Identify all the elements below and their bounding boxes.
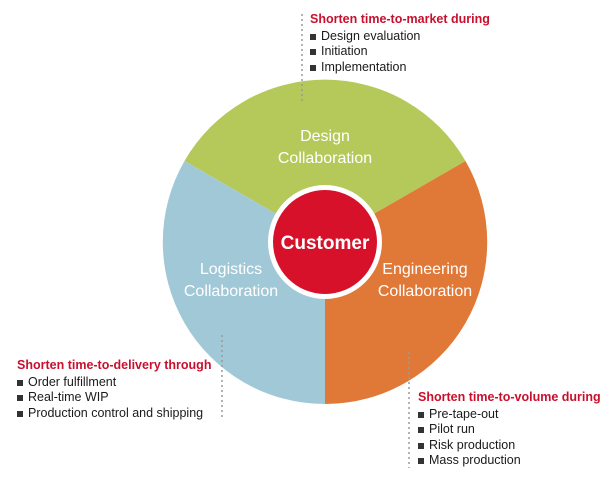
list-item: Order fulfillment (17, 375, 211, 391)
list-item: Initiation (310, 44, 490, 60)
time-to-volume-note: Shorten time-to-volume during Pre-tape-o… (418, 390, 601, 469)
square-bullet-icon (418, 411, 424, 418)
square-bullet-icon (310, 33, 316, 40)
list-item-label: Mass production (429, 453, 521, 467)
time-to-delivery-note: Shorten time-to-delivery through Order f… (17, 358, 211, 421)
list-item: Real-time WIP (17, 390, 211, 406)
engineering-label-line-2: Collaboration (378, 283, 472, 300)
square-bullet-icon (17, 395, 23, 401)
design-label-line-1: Design (300, 128, 350, 145)
square-bullet-icon (418, 442, 424, 449)
square-bullet-icon (17, 379, 23, 386)
list-item-label: Order fulfillment (28, 374, 117, 389)
list-item: Production control and shipping (17, 406, 211, 422)
list-item-label: Pre-tape-out (429, 406, 499, 421)
time-to-volume-title: Shorten time-to-volume during (418, 390, 601, 404)
square-bullet-icon (310, 64, 316, 71)
list-item-label: Risk production (429, 437, 516, 452)
list-item-label: Production control and shipping (28, 405, 204, 420)
design-label-line-2: Collaboration (278, 150, 372, 167)
list-item-label: Design evaluation (321, 28, 421, 43)
time-to-market-title: Shorten time-to-market during (310, 12, 490, 26)
logistics-label-line-2: Collaboration (184, 283, 278, 300)
list-item: Design evaluation (310, 29, 490, 45)
list-item: Mass production (418, 453, 601, 469)
square-bullet-icon (418, 458, 424, 464)
time-to-market-note: Shorten time-to-market during Design eva… (310, 12, 490, 75)
list-item-label: Initiation (321, 44, 368, 58)
customer-hub (273, 190, 377, 294)
logistics-label-line-1: Logistics (200, 261, 262, 278)
square-bullet-icon (418, 427, 424, 433)
square-bullet-icon (17, 410, 23, 417)
list-item: Implementation (310, 60, 490, 76)
customer-label: Customer (281, 233, 370, 254)
design-collaboration-segment (184, 79, 466, 243)
list-item-label: Real-time WIP (28, 390, 109, 404)
square-bullet-icon (310, 49, 316, 55)
list-item: Pre-tape-out (418, 407, 601, 423)
time-to-delivery-title: Shorten time-to-delivery through (17, 358, 212, 372)
list-item: Pilot run (418, 422, 601, 438)
list-item-label: Implementation (321, 59, 407, 74)
list-item-label: Pilot run (429, 422, 475, 436)
engineering-label-line-1: Engineering (382, 261, 467, 278)
list-item: Risk production (418, 438, 601, 454)
